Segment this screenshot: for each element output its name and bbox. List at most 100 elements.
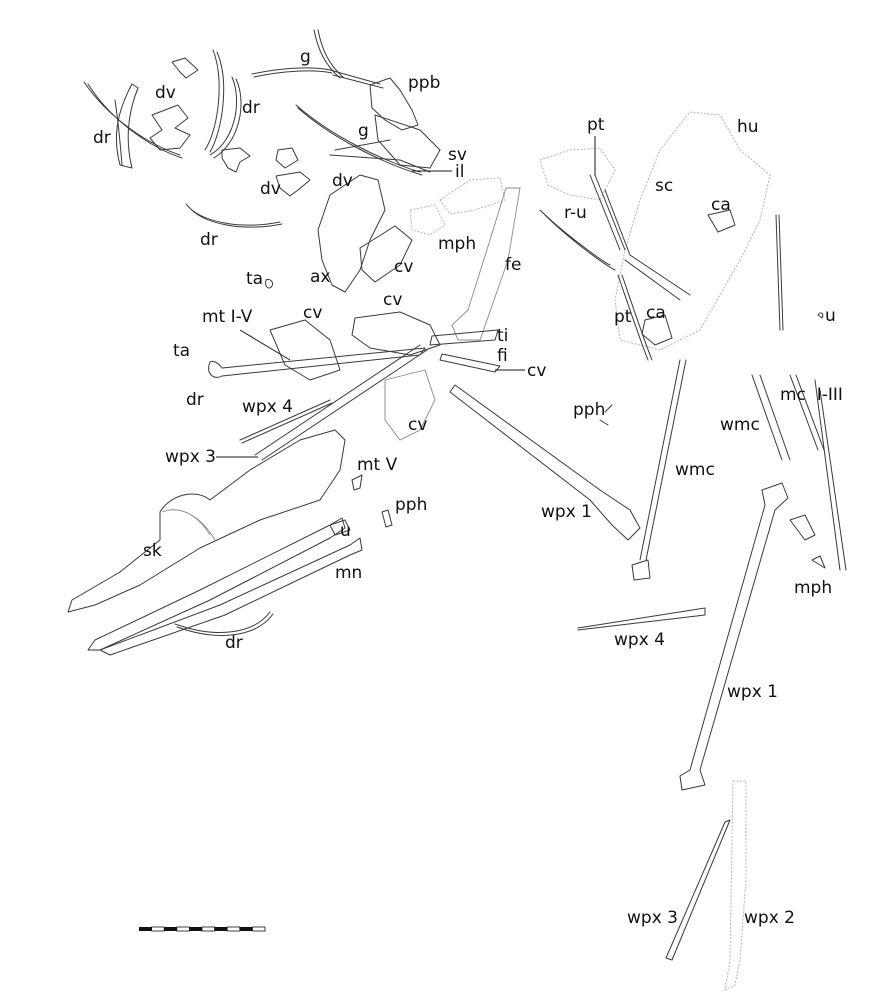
wing-metacarpal-outline bbox=[639, 359, 687, 561]
label-ca: ca bbox=[646, 303, 666, 323]
dorsal-vertebra-outline bbox=[171, 57, 199, 79]
scale-bar-segment bbox=[214, 927, 228, 931]
cervical-vertebra-outline bbox=[359, 225, 413, 283]
dorsal-vertebra-outline bbox=[275, 147, 299, 169]
dorsal-rib-outline bbox=[83, 81, 183, 159]
dorsal-vertebra-outline bbox=[275, 171, 311, 197]
radius-ulna-outline bbox=[539, 209, 616, 271]
dorsal-rib-outline bbox=[204, 49, 225, 153]
label-ca: ca bbox=[711, 195, 731, 215]
label-mt-v: mt V bbox=[357, 455, 398, 475]
label-mph: mph bbox=[794, 578, 832, 598]
coracoid-outline bbox=[707, 209, 736, 233]
scale-bar-segment bbox=[226, 926, 241, 932]
gastralia-outline bbox=[313, 29, 345, 79]
label-sc: sc bbox=[655, 176, 673, 196]
cervical-vertebra-outline bbox=[317, 174, 386, 293]
ulna-small-outline bbox=[817, 312, 824, 319]
label-sk: sk bbox=[143, 541, 162, 561]
skull-crest-outline bbox=[161, 509, 216, 541]
coracoid-outline bbox=[641, 314, 673, 346]
cervical-vertebra-outline bbox=[351, 311, 441, 356]
label-ta: ta bbox=[173, 341, 190, 361]
label-u: u bbox=[825, 306, 836, 326]
label-pph: pph bbox=[573, 400, 605, 420]
tarsal-outline bbox=[265, 279, 273, 289]
dorsal-rib-outline bbox=[185, 203, 283, 228]
ilium-outline bbox=[439, 177, 506, 215]
label-pt: pt bbox=[587, 115, 605, 135]
metacarpal-outline bbox=[789, 374, 847, 571]
wing-phalanx-3-outline bbox=[665, 819, 731, 961]
ppb-outline bbox=[369, 77, 419, 131]
label-cv: cv bbox=[408, 415, 427, 435]
radius-ulna-outline bbox=[589, 174, 631, 256]
label-sv: sv bbox=[448, 145, 467, 165]
scale-bar bbox=[139, 926, 266, 932]
mandible-outline bbox=[99, 537, 363, 656]
label-pt: pt bbox=[614, 307, 632, 327]
wing-phalanx-1-outline bbox=[679, 482, 789, 791]
label-dr: dr bbox=[186, 390, 204, 410]
mandible-outline bbox=[87, 517, 346, 651]
label-u: u bbox=[340, 521, 351, 541]
pteroid-outline bbox=[617, 274, 653, 361]
gastralia-outline bbox=[295, 104, 423, 176]
label-cv: cv bbox=[383, 290, 402, 310]
radius-ulna-outline bbox=[624, 254, 691, 301]
scale-bar-segment bbox=[251, 926, 266, 932]
humerus-outline bbox=[614, 111, 771, 351]
label-wpx2: wpx 2 bbox=[744, 908, 795, 928]
dorsal-vertebra-outline bbox=[149, 104, 191, 151]
manual-phalanx-outline bbox=[789, 514, 816, 541]
mt-i-v-leader-line bbox=[239, 329, 291, 361]
label-cv: cv bbox=[303, 303, 322, 323]
gastralia-outline bbox=[329, 69, 384, 89]
scale-bar-segment bbox=[151, 926, 165, 932]
label-cv: cv bbox=[394, 257, 413, 277]
metatarsal-v-outline bbox=[351, 474, 363, 491]
ulna-outline bbox=[775, 214, 784, 331]
label-wpx3: wpx 3 bbox=[165, 447, 216, 467]
label-wmc: wmc bbox=[675, 460, 715, 480]
wing-phalanx-3-outline bbox=[254, 344, 428, 461]
dorsal-vertebra-outline bbox=[221, 147, 251, 173]
label-g: g bbox=[300, 47, 311, 67]
label-ti: ti bbox=[497, 326, 508, 346]
leader-lines bbox=[216, 136, 596, 458]
label-dr: dr bbox=[225, 633, 243, 653]
dorsal-rib-outline bbox=[209, 76, 242, 159]
bone-outlines bbox=[67, 29, 847, 991]
scapula-outline bbox=[539, 147, 616, 201]
label-hu: hu bbox=[737, 117, 759, 137]
label-dv: dv bbox=[260, 179, 281, 199]
scale-bar-segment bbox=[164, 927, 177, 931]
label-mc-i-iii: mc I-III bbox=[780, 385, 843, 405]
label-mn: mn bbox=[335, 563, 362, 583]
cervical-vertebra-outline bbox=[384, 369, 436, 441]
label-pph: pph bbox=[395, 495, 427, 515]
scale-bar-segment bbox=[189, 927, 202, 931]
scale-bar-segment bbox=[201, 926, 216, 932]
label-cv: cv bbox=[527, 361, 546, 381]
label-dr: dr bbox=[242, 98, 260, 118]
scale-bar-segment bbox=[139, 927, 152, 931]
pedal-phalanx-outline bbox=[381, 509, 393, 528]
wing-metacarpal-outline bbox=[751, 374, 791, 461]
scale-bar-segment bbox=[239, 927, 253, 931]
femur-outline bbox=[451, 187, 521, 341]
tibia-outline bbox=[208, 347, 426, 378]
label-wpx1: wpx 1 bbox=[541, 502, 592, 522]
wing-metacarpal-outline bbox=[631, 559, 651, 581]
fibula-outline bbox=[439, 353, 501, 373]
label-dr: dr bbox=[200, 230, 218, 250]
pedal-phalanx-outline bbox=[599, 404, 613, 426]
label-dv: dv bbox=[332, 171, 353, 191]
label-fi: fi bbox=[497, 346, 508, 366]
label-ax: ax bbox=[310, 267, 330, 287]
label-r-u: r-u bbox=[564, 203, 587, 223]
manual-phalanx-outline bbox=[811, 555, 826, 569]
skull-outline bbox=[67, 429, 346, 613]
label-ppb: ppb bbox=[408, 73, 440, 93]
label-il: il bbox=[455, 162, 464, 182]
